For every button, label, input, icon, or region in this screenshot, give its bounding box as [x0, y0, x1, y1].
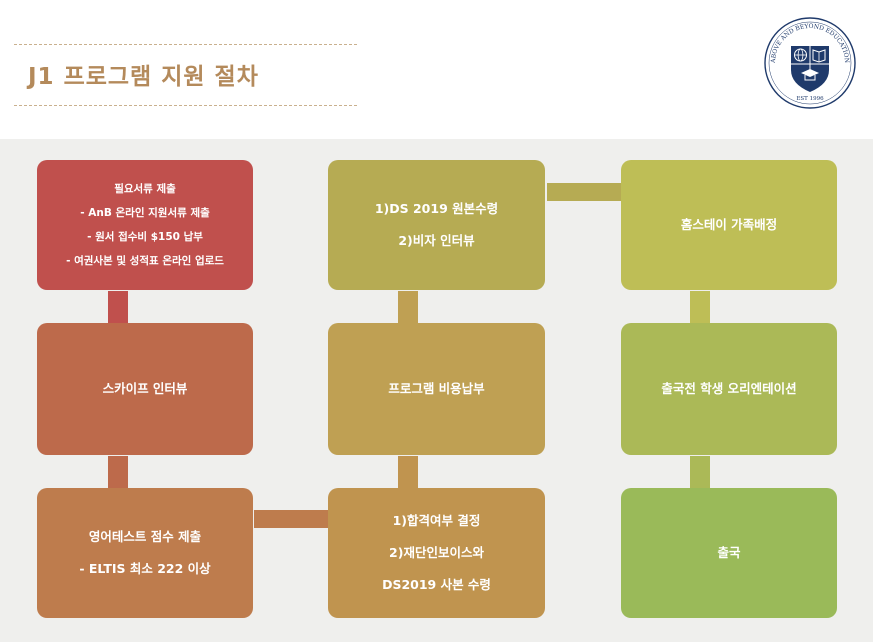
- step-4-line-2: 2)재단인보이스와: [389, 545, 484, 560]
- step-1-line-4: - 여권사본 및 성적표 온라인 업로드: [66, 255, 224, 267]
- connector-8-9: [690, 456, 710, 488]
- step-3-line-2: - ELTIS 최소 222 이상: [79, 561, 211, 576]
- step-1-line-1: 필요서류 제출: [114, 183, 176, 195]
- step-1-line-3: - 원서 접수비 $150 납부: [87, 231, 203, 243]
- step-9-line-1: 출국: [717, 545, 741, 560]
- step-2-line-1: 스카이프 인터뷰: [102, 381, 188, 396]
- logo-est-text: EST 1996: [796, 96, 824, 102]
- step-8-box: 출국전 학생 오리엔테이션: [621, 323, 837, 455]
- connector-7-8: [690, 291, 710, 323]
- step-9-box: 출국: [621, 488, 837, 618]
- connector-5-6: [398, 291, 418, 323]
- page-title: J1 프로그램 지원 절차: [28, 64, 259, 90]
- connector-3-4: [254, 510, 328, 528]
- step-5-box: 프로그램 비용납부: [328, 323, 545, 455]
- connector-6-7: [547, 183, 621, 201]
- step-4-box: 1)합격여부 결정 2)재단인보이스와 DS2019 사본 수령: [328, 488, 545, 618]
- step-3-box: 영어테스트 점수 제출 - ELTIS 최소 222 이상: [37, 488, 253, 618]
- title-banner: J1 프로그램 지원 절차: [14, 44, 357, 106]
- step-6-box: 1)DS 2019 원본수령 2)비자 인터뷰: [328, 160, 545, 290]
- step-2-box: 스카이프 인터뷰: [37, 323, 253, 455]
- step-6-line-2: 2)비자 인터뷰: [398, 233, 475, 248]
- step-1-box: 필요서류 제출 - AnB 온라인 지원서류 제출 - 원서 접수비 $150 …: [37, 160, 253, 290]
- step-4-line-3: DS2019 사본 수령: [382, 577, 491, 592]
- step-6-line-1: 1)DS 2019 원본수령: [374, 201, 499, 216]
- step-5-line-1: 프로그램 비용납부: [388, 381, 485, 396]
- connector-4-5: [398, 456, 418, 488]
- step-3-line-1: 영어테스트 점수 제출: [88, 529, 202, 544]
- step-1-line-2: - AnB 온라인 지원서류 제출: [80, 207, 210, 219]
- academy-crest-icon: ABOVE AND BEYOND EDUCATION EST 1996: [764, 17, 856, 109]
- step-4-line-1: 1)합격여부 결정: [392, 513, 481, 528]
- step-8-line-1: 출국전 학생 오리엔테이션: [661, 381, 797, 396]
- connector-1-2: [108, 291, 128, 323]
- step-7-line-1: 홈스테이 가족배정: [680, 217, 778, 232]
- connector-2-3: [108, 456, 128, 488]
- step-7-box: 홈스테이 가족배정: [621, 160, 837, 290]
